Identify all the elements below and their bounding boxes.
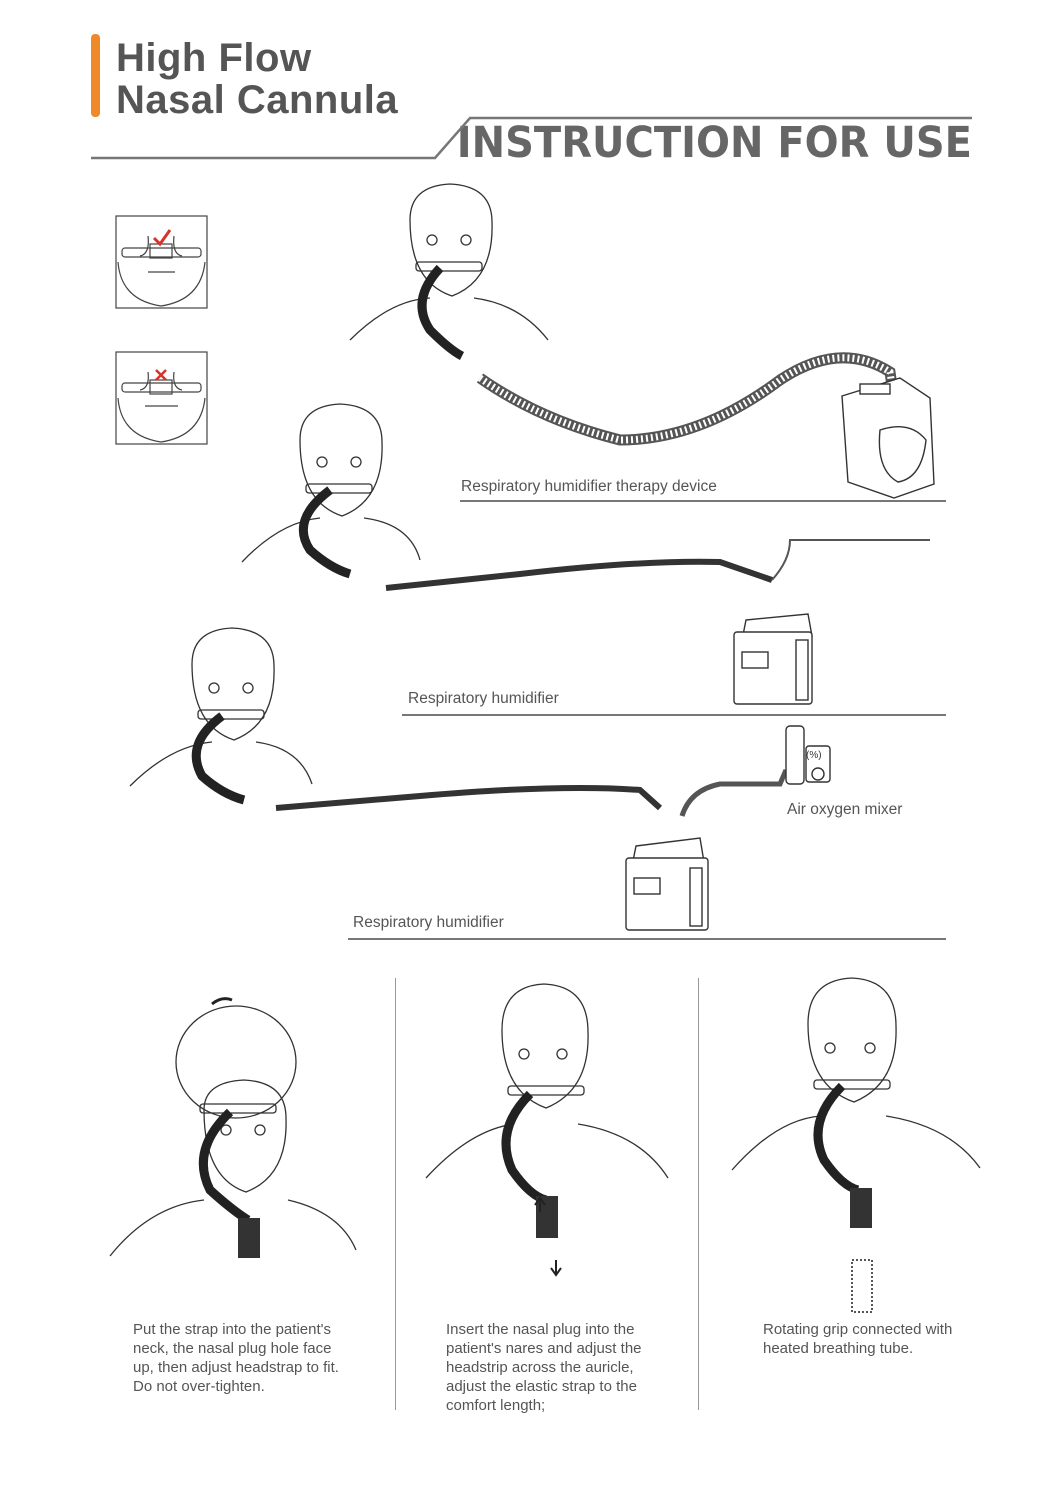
setup-1-cannula-tube [417, 264, 465, 361]
setup-3-patient [129, 627, 313, 787]
setup-3-caption-rule [348, 938, 946, 940]
respiratory-humidifier-1 [733, 613, 813, 705]
step-1-illustration [109, 1005, 357, 1257]
setup-3-caption: Respiratory humidifier [353, 914, 504, 931]
fit-example-wrong [115, 351, 208, 445]
setup-2-caption: Respiratory humidifier [408, 690, 559, 707]
mixer-percent-symbol: (%) [806, 750, 822, 761]
therapy-device [841, 377, 935, 499]
title-line-1: High Flow [116, 36, 312, 80]
respiratory-humidifier-2 [625, 837, 709, 931]
step-2-illustration [425, 983, 669, 1179]
setup-3-heated-tube [275, 785, 663, 811]
instruction-for-use-heading: INSTRUCTION FOR USE [456, 118, 972, 168]
setup-1-patient [349, 183, 549, 341]
setup-2-heated-tube [385, 558, 773, 591]
arrow-icon [211, 997, 233, 1006]
up-arrow-icon [534, 1196, 546, 1212]
step-divider-1 [395, 978, 396, 1410]
step-3-illustration [731, 977, 981, 1171]
step-3-text: Rotating grip connected with heated brea… [763, 1321, 953, 1357]
step-divider-2 [698, 978, 699, 1410]
down-arrow-icon [550, 1260, 562, 1277]
setup-2-patient [241, 403, 421, 563]
step-2-text: Insert the nasal plug into the patient's… [446, 1321, 642, 1414]
step-1-text: Put the strap into the patient's neck, t… [133, 1321, 339, 1395]
setup-1-heated-tube [476, 352, 900, 446]
setup-1-caption-rule [460, 500, 946, 502]
setup-2-caption-rule [402, 714, 946, 716]
air-oxygen-mixer [785, 725, 831, 785]
title-line-2: Nasal Cannula [116, 78, 399, 122]
heated-breathing-tube [851, 1259, 873, 1313]
setup-1-caption: Respiratory humidifier therapy device [461, 478, 717, 495]
header-accent-bar [91, 34, 100, 117]
fit-example-correct [115, 215, 208, 309]
setup-2-cannula-tube [298, 486, 352, 579]
header-rule [91, 116, 972, 160]
cross-icon [155, 369, 167, 381]
setup-3-cannula-tube [191, 712, 246, 805]
air-oxygen-mixer-label: Air oxygen mixer [787, 801, 903, 818]
checkmark-icon [152, 229, 172, 247]
